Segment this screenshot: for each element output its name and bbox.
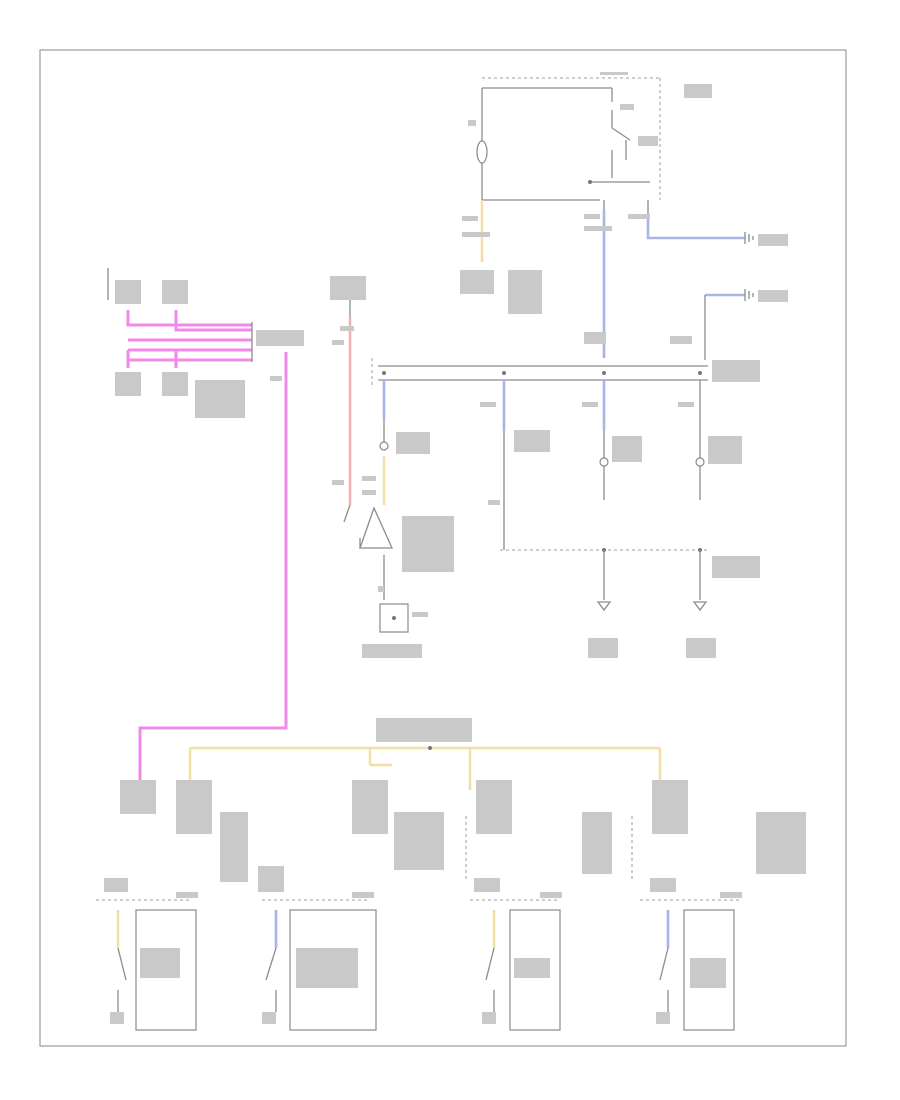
wire-blue-ground-1 <box>646 215 745 240</box>
left-rear-actuator <box>470 878 562 1031</box>
fuse-icon <box>476 140 488 164</box>
passenger-door-actuator <box>258 866 377 1031</box>
splice-pack-upper <box>371 332 760 386</box>
diagram-border <box>39 49 847 1047</box>
module-box <box>359 506 454 572</box>
fuse-block-top <box>468 72 712 201</box>
wire-pink-2 <box>174 310 252 332</box>
driver-door-actuator <box>96 878 198 1031</box>
lamp-icon <box>379 432 430 454</box>
ground-icon <box>744 232 754 244</box>
splice-pack-lower <box>188 718 662 790</box>
wire-pink-1 <box>126 310 252 327</box>
ground-icon <box>744 289 754 301</box>
lamp-icon <box>695 436 742 467</box>
relay-switch-icon <box>611 110 631 178</box>
wire-pink-trunk <box>138 352 288 800</box>
data-link-connector <box>107 268 304 418</box>
connector-icon <box>362 603 428 658</box>
ground-icon <box>596 601 708 612</box>
right-rear-actuator <box>640 878 742 1031</box>
lamp-icon <box>599 436 642 467</box>
